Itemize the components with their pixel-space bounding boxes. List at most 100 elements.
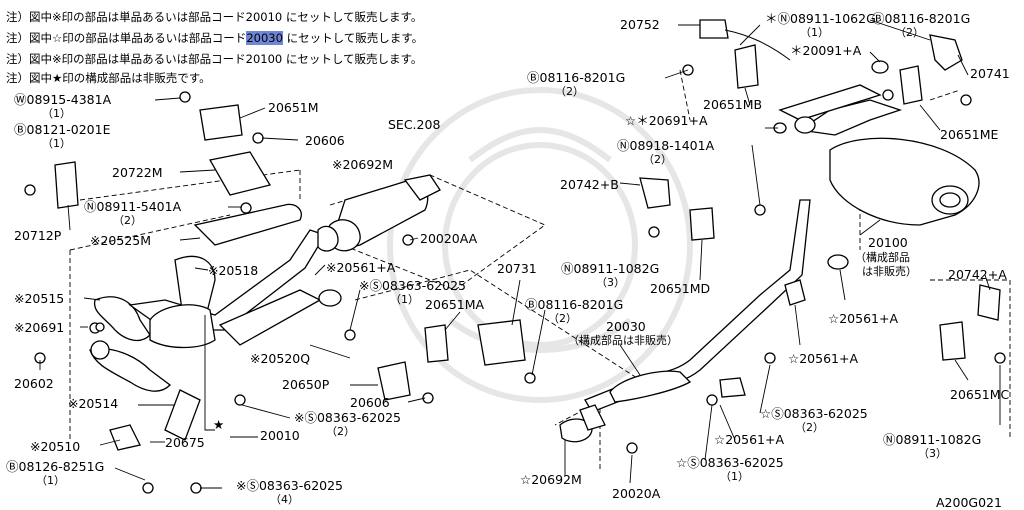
label-20561a-r1[interactable]: ☆20561+A [828, 311, 898, 326]
label-20520q[interactable]: ※20520Q [250, 351, 311, 366]
catalytic-converter [317, 174, 441, 252]
front-pipe-assembly [89, 203, 326, 451]
label-20514[interactable]: ※20514 [68, 396, 119, 411]
label-20010[interactable]: 20010 [260, 428, 300, 443]
label-20091a[interactable]: ＊20091+A [790, 43, 862, 58]
label-20651ma[interactable]: 20651MA [425, 297, 485, 312]
label-08363-right[interactable]: ☆Ⓢ08363-62025 [760, 406, 868, 421]
note-line-4: 注）図中★印の構成部品は非販売です。 [6, 71, 211, 85]
note-20100-line2: は非販売） [862, 265, 917, 278]
label-20742a[interactable]: 20742+A [948, 267, 1007, 282]
label-20742b[interactable]: 20742+B [560, 177, 619, 192]
label-20020aa[interactable]: 20020AA [420, 231, 478, 246]
qty-08126-8251g: （1） [36, 474, 65, 487]
note-1-suffix: にセットして販売します。 [285, 10, 423, 24]
note-3-suffix: にセットして販売します。 [285, 52, 423, 66]
label-20692m-top[interactable]: ※20692M [332, 157, 394, 172]
qty-08363-mid: （2） [326, 425, 355, 438]
label-20651me[interactable]: 20651ME [940, 127, 999, 142]
label-20510[interactable]: ※20510 [30, 439, 81, 454]
label-08126-8251g[interactable]: Ⓑ08126-8251G [6, 459, 105, 474]
label-08911-1082g-mid[interactable]: Ⓝ08911-1082G [561, 261, 660, 276]
qty-08911-1062g-top: （1） [800, 26, 829, 39]
qty-08911-1082g-mid: （3） [596, 276, 625, 289]
note-3-prefix: 注）図中※印の部品は単品あるいは部品コード [6, 52, 246, 66]
center-pipe [559, 199, 811, 443]
label-20515[interactable]: ※20515 [14, 291, 65, 306]
label-20561a-mid[interactable]: ※20561+A [326, 260, 396, 275]
label-20561a-low[interactable]: ☆20561+A [714, 432, 784, 447]
label-20722m[interactable]: 20722M [112, 165, 163, 180]
label-20651md[interactable]: 20651MD [650, 281, 711, 296]
qty-08363-bottom: （4） [270, 493, 299, 506]
label-08116-8201g-mid[interactable]: Ⓑ08116-8201G [525, 297, 624, 312]
note-20100-line1: （構成部品 [855, 251, 910, 264]
label-20518[interactable]: ※20518 [208, 263, 259, 278]
label-20651mb[interactable]: 20651MB [703, 97, 763, 112]
label-20030[interactable]: 20030 [606, 319, 646, 334]
label-08116-8201g-left[interactable]: Ⓑ08116-8201G [527, 70, 626, 85]
label-20525m[interactable]: ※20525M [90, 233, 152, 248]
note-20030: （構成部品は非販売） [568, 334, 678, 347]
label-20020a[interactable]: 20020A [612, 486, 661, 501]
label-08918-1401a[interactable]: Ⓝ08918-1401A [617, 138, 715, 153]
qty-08911-5401a: （2） [113, 214, 142, 227]
note-1-code: 20010 [245, 10, 283, 24]
label-20712p[interactable]: 20712P [14, 228, 62, 243]
note-2-prefix: 注）図中☆印の部品は単品あるいは部品コード [6, 31, 247, 45]
star-marker: ★ [213, 417, 225, 432]
label-20606-mid[interactable]: 20606 [350, 395, 390, 410]
label-20561a-r2[interactable]: ☆20561+A [788, 351, 858, 366]
rear-muffler [699, 19, 980, 226]
qty-08363-right: （2） [795, 421, 824, 434]
label-20100[interactable]: 20100 [868, 235, 908, 250]
qty-08363-top: （1） [390, 293, 419, 306]
qty-08918-1401a: （2） [643, 153, 672, 166]
label-08363-bottom-right[interactable]: ☆Ⓢ08363-62025 [676, 455, 784, 470]
watermark-emblem [387, 87, 693, 403]
label-08911-5401a[interactable]: Ⓝ08911-5401A [84, 199, 182, 214]
label-20650p[interactable]: 20650P [282, 377, 330, 392]
label-08915-4381a[interactable]: Ⓦ08915-4381A [14, 92, 112, 107]
qty-08911-1082g-right: （3） [918, 447, 947, 460]
label-20651mc[interactable]: 20651MC [950, 387, 1010, 402]
note-2-code-highlight: 20030 [246, 31, 283, 45]
label-20651m[interactable]: 20651M [268, 100, 319, 115]
qty-08116-8201g-topright: （2） [895, 26, 924, 39]
qty-08915-4381a: （1） [42, 107, 71, 120]
qty-08121-0201e: （1） [42, 137, 71, 150]
qty-08363-bottom-right: （1） [720, 470, 749, 483]
note-1-prefix: 注）図中※印の部品は単品あるいは部品コード [6, 10, 246, 24]
hangers-and-brackets [54, 34, 1001, 401]
label-20606-top[interactable]: 20606 [305, 133, 345, 148]
note-2-suffix: にセットして販売します。 [286, 31, 424, 45]
fasteners [24, 64, 1006, 494]
note-2-code-b: 0 [275, 31, 283, 45]
label-20741[interactable]: 20741 [970, 66, 1010, 81]
note-line-1: 注）図中※印の部品は単品あるいは部品コード20010 にセットして販売します。 [6, 10, 422, 24]
label-08363-top[interactable]: ※Ⓢ08363-62025 [359, 278, 467, 293]
figure-code: A200G021 [936, 495, 1002, 510]
label-08363-bottom[interactable]: ※Ⓢ08363-62025 [236, 478, 344, 493]
label-08911-1062g-top[interactable]: ＊Ⓝ08911-1062G [765, 11, 876, 26]
label-20752[interactable]: 20752 [620, 17, 660, 32]
label-08116-8201g-topright[interactable]: Ⓑ08116-8201G [872, 11, 971, 26]
qty-08116-8201g-mid: （2） [548, 312, 577, 325]
label-20731[interactable]: 20731 [497, 261, 537, 276]
label-20691[interactable]: ※20691 [14, 320, 65, 335]
note-3-code: 20100 [245, 52, 283, 66]
label-20692m-bottom[interactable]: ☆20692M [520, 472, 582, 487]
label-08363-mid[interactable]: ※Ⓢ08363-62025 [294, 410, 402, 425]
leader-lines [39, 19, 1001, 489]
label-08911-1082g-right[interactable]: Ⓝ08911-1082G [883, 432, 982, 447]
note-2-code-a: 2003 [246, 31, 276, 45]
label-20675[interactable]: 20675 [165, 435, 205, 450]
label-20691a[interactable]: ☆＊20691+A [625, 113, 708, 128]
qty-08116-8201g-left: （2） [555, 85, 584, 98]
label-sec208[interactable]: SEC.208 [388, 117, 441, 132]
label-20602[interactable]: 20602 [14, 376, 54, 391]
note-line-2: 注）図中☆印の部品は単品あるいは部品コード20030 にセットして販売します。 [6, 31, 423, 45]
label-08121-0201e[interactable]: Ⓑ08121-0201E [14, 122, 111, 137]
